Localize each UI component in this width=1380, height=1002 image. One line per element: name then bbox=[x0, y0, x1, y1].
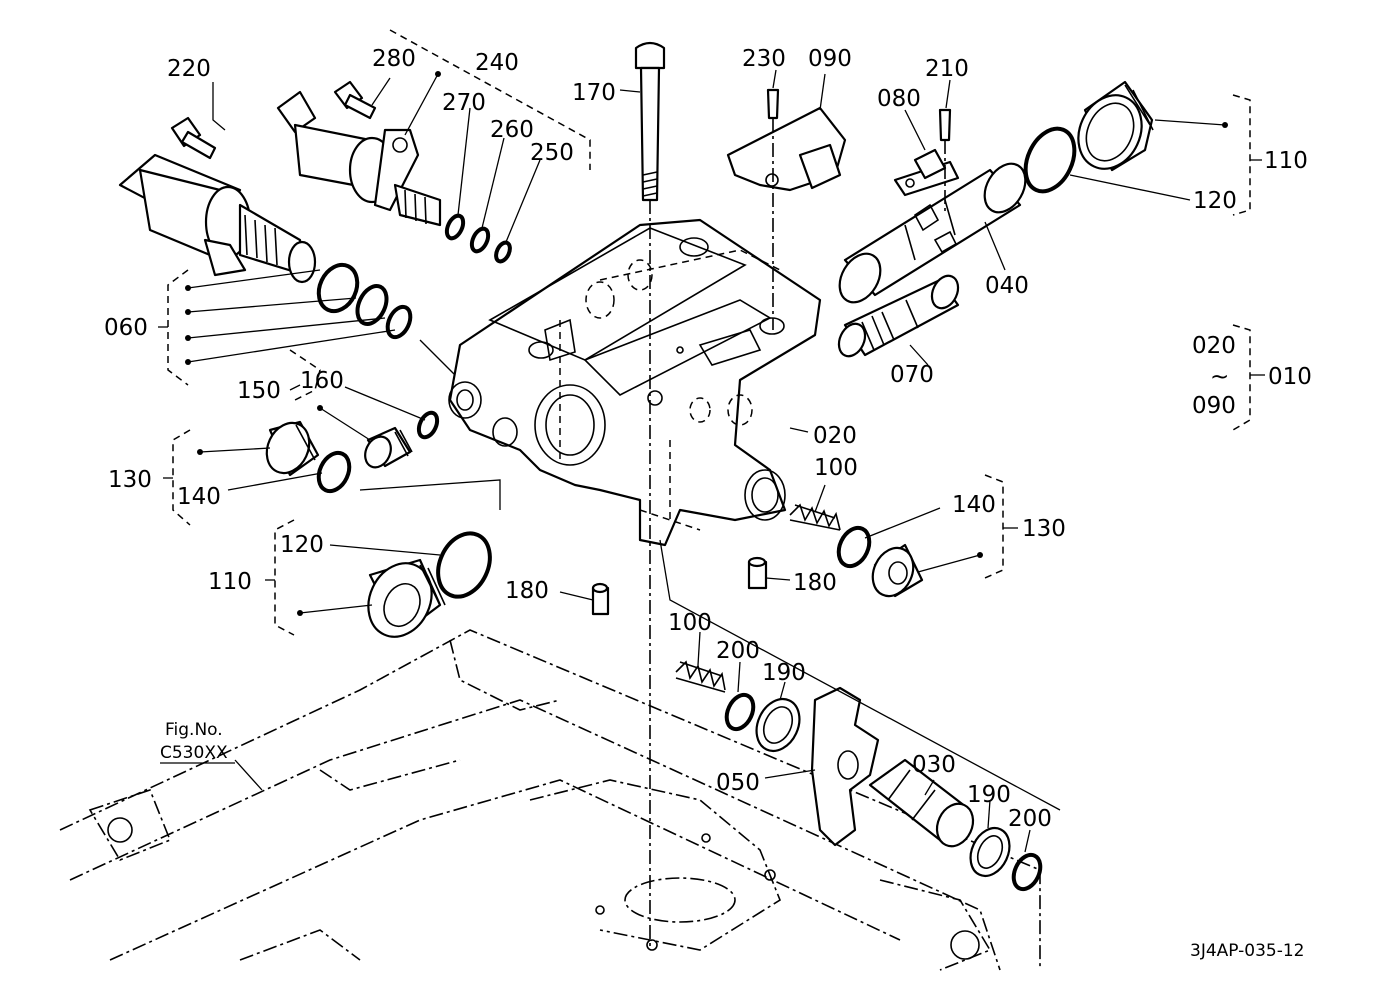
plug-130-right bbox=[871, 543, 924, 598]
label-060: 060 bbox=[104, 315, 148, 341]
label-190-upper: 190 bbox=[762, 660, 806, 686]
range-tilde: ~ bbox=[1210, 364, 1229, 390]
label-200-upper: 200 bbox=[716, 638, 760, 664]
label-210: 210 bbox=[925, 56, 969, 82]
sensor-090 bbox=[726, 88, 847, 330]
solenoid-valve-240 bbox=[276, 80, 442, 227]
label-180-left: 180 bbox=[505, 578, 549, 604]
pins-180 bbox=[591, 556, 768, 616]
label-260: 260 bbox=[490, 117, 534, 143]
label-240: 240 bbox=[475, 50, 519, 76]
lever-050 bbox=[810, 686, 880, 847]
label-170: 170 bbox=[572, 80, 616, 106]
figure-reference-line1: Fig.No. bbox=[165, 720, 223, 740]
label-100-upper: 100 bbox=[814, 455, 858, 481]
label-220: 220 bbox=[167, 56, 211, 82]
label-180-right: 180 bbox=[793, 570, 837, 596]
range-start-label: 020 bbox=[1192, 333, 1236, 359]
o-rings bbox=[316, 126, 1077, 892]
transmission-housing bbox=[59, 629, 1041, 971]
solenoid-valve-220 bbox=[118, 116, 317, 284]
label-130-left: 130 bbox=[108, 467, 152, 493]
valve-body-020 bbox=[448, 218, 822, 547]
callout-dots bbox=[185, 71, 1228, 616]
label-030: 030 bbox=[912, 752, 956, 778]
label-270: 270 bbox=[442, 90, 486, 116]
label-120-left: 120 bbox=[280, 532, 324, 558]
part-labels: 220 280 240 270 260 250 170 230 090 080 … bbox=[104, 46, 1312, 961]
spool-040 bbox=[838, 162, 1027, 304]
label-090: 090 bbox=[808, 46, 852, 72]
label-230: 230 bbox=[742, 46, 786, 72]
label-150: 150 bbox=[237, 378, 281, 404]
drawing-code: 3J4AP-035-12 bbox=[1190, 941, 1305, 961]
plug-110-right bbox=[1077, 80, 1154, 172]
springs-100 bbox=[675, 503, 841, 693]
shaft-030 bbox=[868, 758, 975, 848]
label-070: 070 bbox=[890, 362, 934, 388]
label-040: 040 bbox=[985, 273, 1029, 299]
label-200-lower: 200 bbox=[1008, 806, 1052, 832]
label-050: 050 bbox=[716, 770, 760, 796]
label-160: 160 bbox=[300, 368, 344, 394]
label-ticks bbox=[158, 159, 1265, 581]
washers-190 bbox=[755, 698, 1011, 878]
label-130-right: 130 bbox=[1022, 516, 1066, 542]
label-120-right: 120 bbox=[1193, 188, 1237, 214]
range-end-label: 090 bbox=[1192, 393, 1236, 419]
label-080: 080 bbox=[877, 86, 921, 112]
clamp-080 bbox=[893, 108, 960, 215]
plug-110-left bbox=[367, 558, 446, 638]
label-190-lower: 190 bbox=[967, 782, 1011, 808]
label-110-left: 110 bbox=[208, 569, 252, 595]
bolt-170 bbox=[634, 41, 666, 951]
fitting-160 bbox=[364, 426, 413, 469]
label-100-lower: 100 bbox=[668, 610, 712, 636]
label-010: 010 bbox=[1268, 364, 1312, 390]
leader-lines bbox=[187, 69, 1226, 853]
label-250: 250 bbox=[530, 140, 574, 166]
label-140-left: 140 bbox=[177, 484, 221, 510]
label-280: 280 bbox=[372, 46, 416, 72]
label-140-right: 140 bbox=[952, 492, 996, 518]
valve-070 bbox=[837, 274, 960, 358]
label-020: 020 bbox=[813, 423, 857, 449]
plug-130-left bbox=[265, 420, 320, 477]
label-110-right: 110 bbox=[1264, 148, 1308, 174]
figure-reference-line2: C530XX bbox=[160, 743, 228, 763]
